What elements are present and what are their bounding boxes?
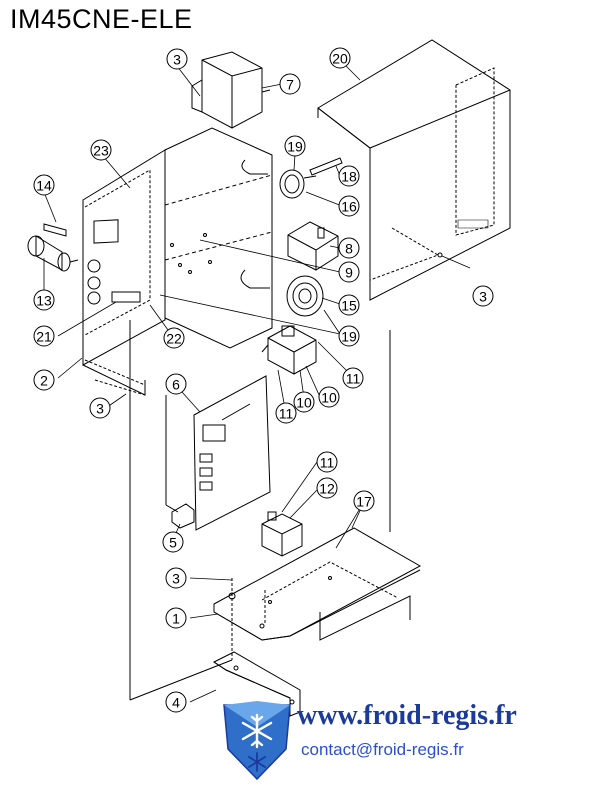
callout-label: 4	[172, 695, 180, 711]
callout-9: 9	[338, 261, 360, 283]
callout-label: 3	[172, 571, 180, 587]
transformer-part-7	[191, 51, 271, 129]
lamp-holder-part-19	[279, 169, 317, 199]
callout-17: 17	[353, 490, 375, 512]
callout-label: 2	[40, 373, 48, 389]
front-panel-part-23	[82, 149, 166, 396]
leader-lines	[43, 59, 471, 703]
callout-13: 13	[33, 289, 55, 311]
callout-12: 12	[316, 477, 338, 499]
callout-label: 19	[341, 329, 357, 345]
capacitor-part-12	[261, 511, 303, 557]
knob-part-13	[27, 235, 79, 272]
callout-label: 6	[172, 377, 180, 393]
callout-8: 8	[338, 237, 360, 259]
callout-2: 2	[33, 369, 55, 391]
callout-3: 3	[165, 567, 187, 589]
callout-label: 14	[36, 178, 52, 194]
callout-label: 11	[279, 406, 294, 422]
callout-label: 5	[169, 535, 177, 551]
website-link[interactable]: www.froid-regis.fr	[297, 700, 517, 731]
callout-label: 10	[296, 395, 312, 411]
callout-label: 11	[346, 371, 361, 387]
callout-label: 1	[172, 611, 180, 627]
callout-label: 15	[341, 298, 357, 314]
callout-11: 11	[316, 451, 338, 473]
back-panel	[164, 127, 273, 349]
callout-label: 10	[321, 390, 337, 406]
callout-20: 20	[329, 47, 351, 69]
callout-label: 22	[166, 331, 182, 347]
callout-label: 20	[332, 51, 348, 67]
callout-label: 9	[345, 265, 353, 281]
callout-5: 5	[162, 531, 184, 553]
contact-email-link[interactable]: contact@froid-regis.fr	[301, 740, 464, 759]
base-plate-part-1	[213, 527, 422, 641]
callout-22: 22	[163, 327, 185, 349]
relay-part-10	[261, 325, 317, 375]
callout-label: 3	[96, 401, 104, 417]
callout-19: 19	[338, 325, 360, 347]
snowflake-icon	[241, 713, 273, 749]
callout-10: 10	[293, 391, 315, 413]
callout-19: 19	[284, 135, 306, 157]
callout-18: 18	[338, 165, 360, 187]
callout-4: 4	[165, 691, 187, 713]
shaft-part-14	[43, 223, 67, 237]
callout-label: 17	[356, 494, 372, 510]
snowflake-logo	[223, 701, 291, 781]
callout-3: 3	[89, 397, 111, 419]
callout-label: 18	[341, 169, 357, 185]
callout-label: 8	[345, 241, 353, 257]
callout-10: 10	[318, 386, 340, 408]
callout-21: 21	[33, 325, 55, 347]
switch-part-8	[287, 221, 339, 271]
callout-14: 14	[33, 174, 55, 196]
callout-15: 15	[338, 294, 360, 316]
callout-label: 12	[319, 481, 335, 497]
clip-part-5	[171, 503, 195, 529]
assembly-lines	[129, 320, 391, 701]
callout-label: 11	[320, 455, 335, 471]
control-board-part-6	[193, 375, 271, 531]
callout-3: 3	[472, 285, 494, 307]
callout-6: 6	[165, 373, 187, 395]
callout-label: 21	[36, 329, 52, 345]
lamp-part-15	[286, 275, 324, 317]
callout-1: 1	[165, 607, 187, 629]
callout-3: 3	[166, 48, 188, 70]
callout-16: 16	[338, 195, 360, 217]
callout-label: 16	[341, 199, 357, 215]
callout-label: 7	[286, 77, 294, 93]
callout-11: 11	[275, 402, 297, 424]
bracket-part-4	[213, 651, 301, 717]
callout-label: 3	[479, 289, 487, 305]
callout-11: 11	[342, 367, 364, 389]
callout-label: 23	[93, 143, 109, 159]
callout-7: 7	[279, 73, 301, 95]
callout-label: 3	[173, 52, 181, 68]
callout-label: 19	[287, 139, 303, 155]
diagram-title: IM45CNE-ELE	[10, 4, 193, 34]
callout-23: 23	[90, 139, 112, 161]
callout-label: 13	[36, 293, 52, 309]
cover-part-20	[317, 39, 511, 301]
pin-part-18	[309, 157, 343, 176]
